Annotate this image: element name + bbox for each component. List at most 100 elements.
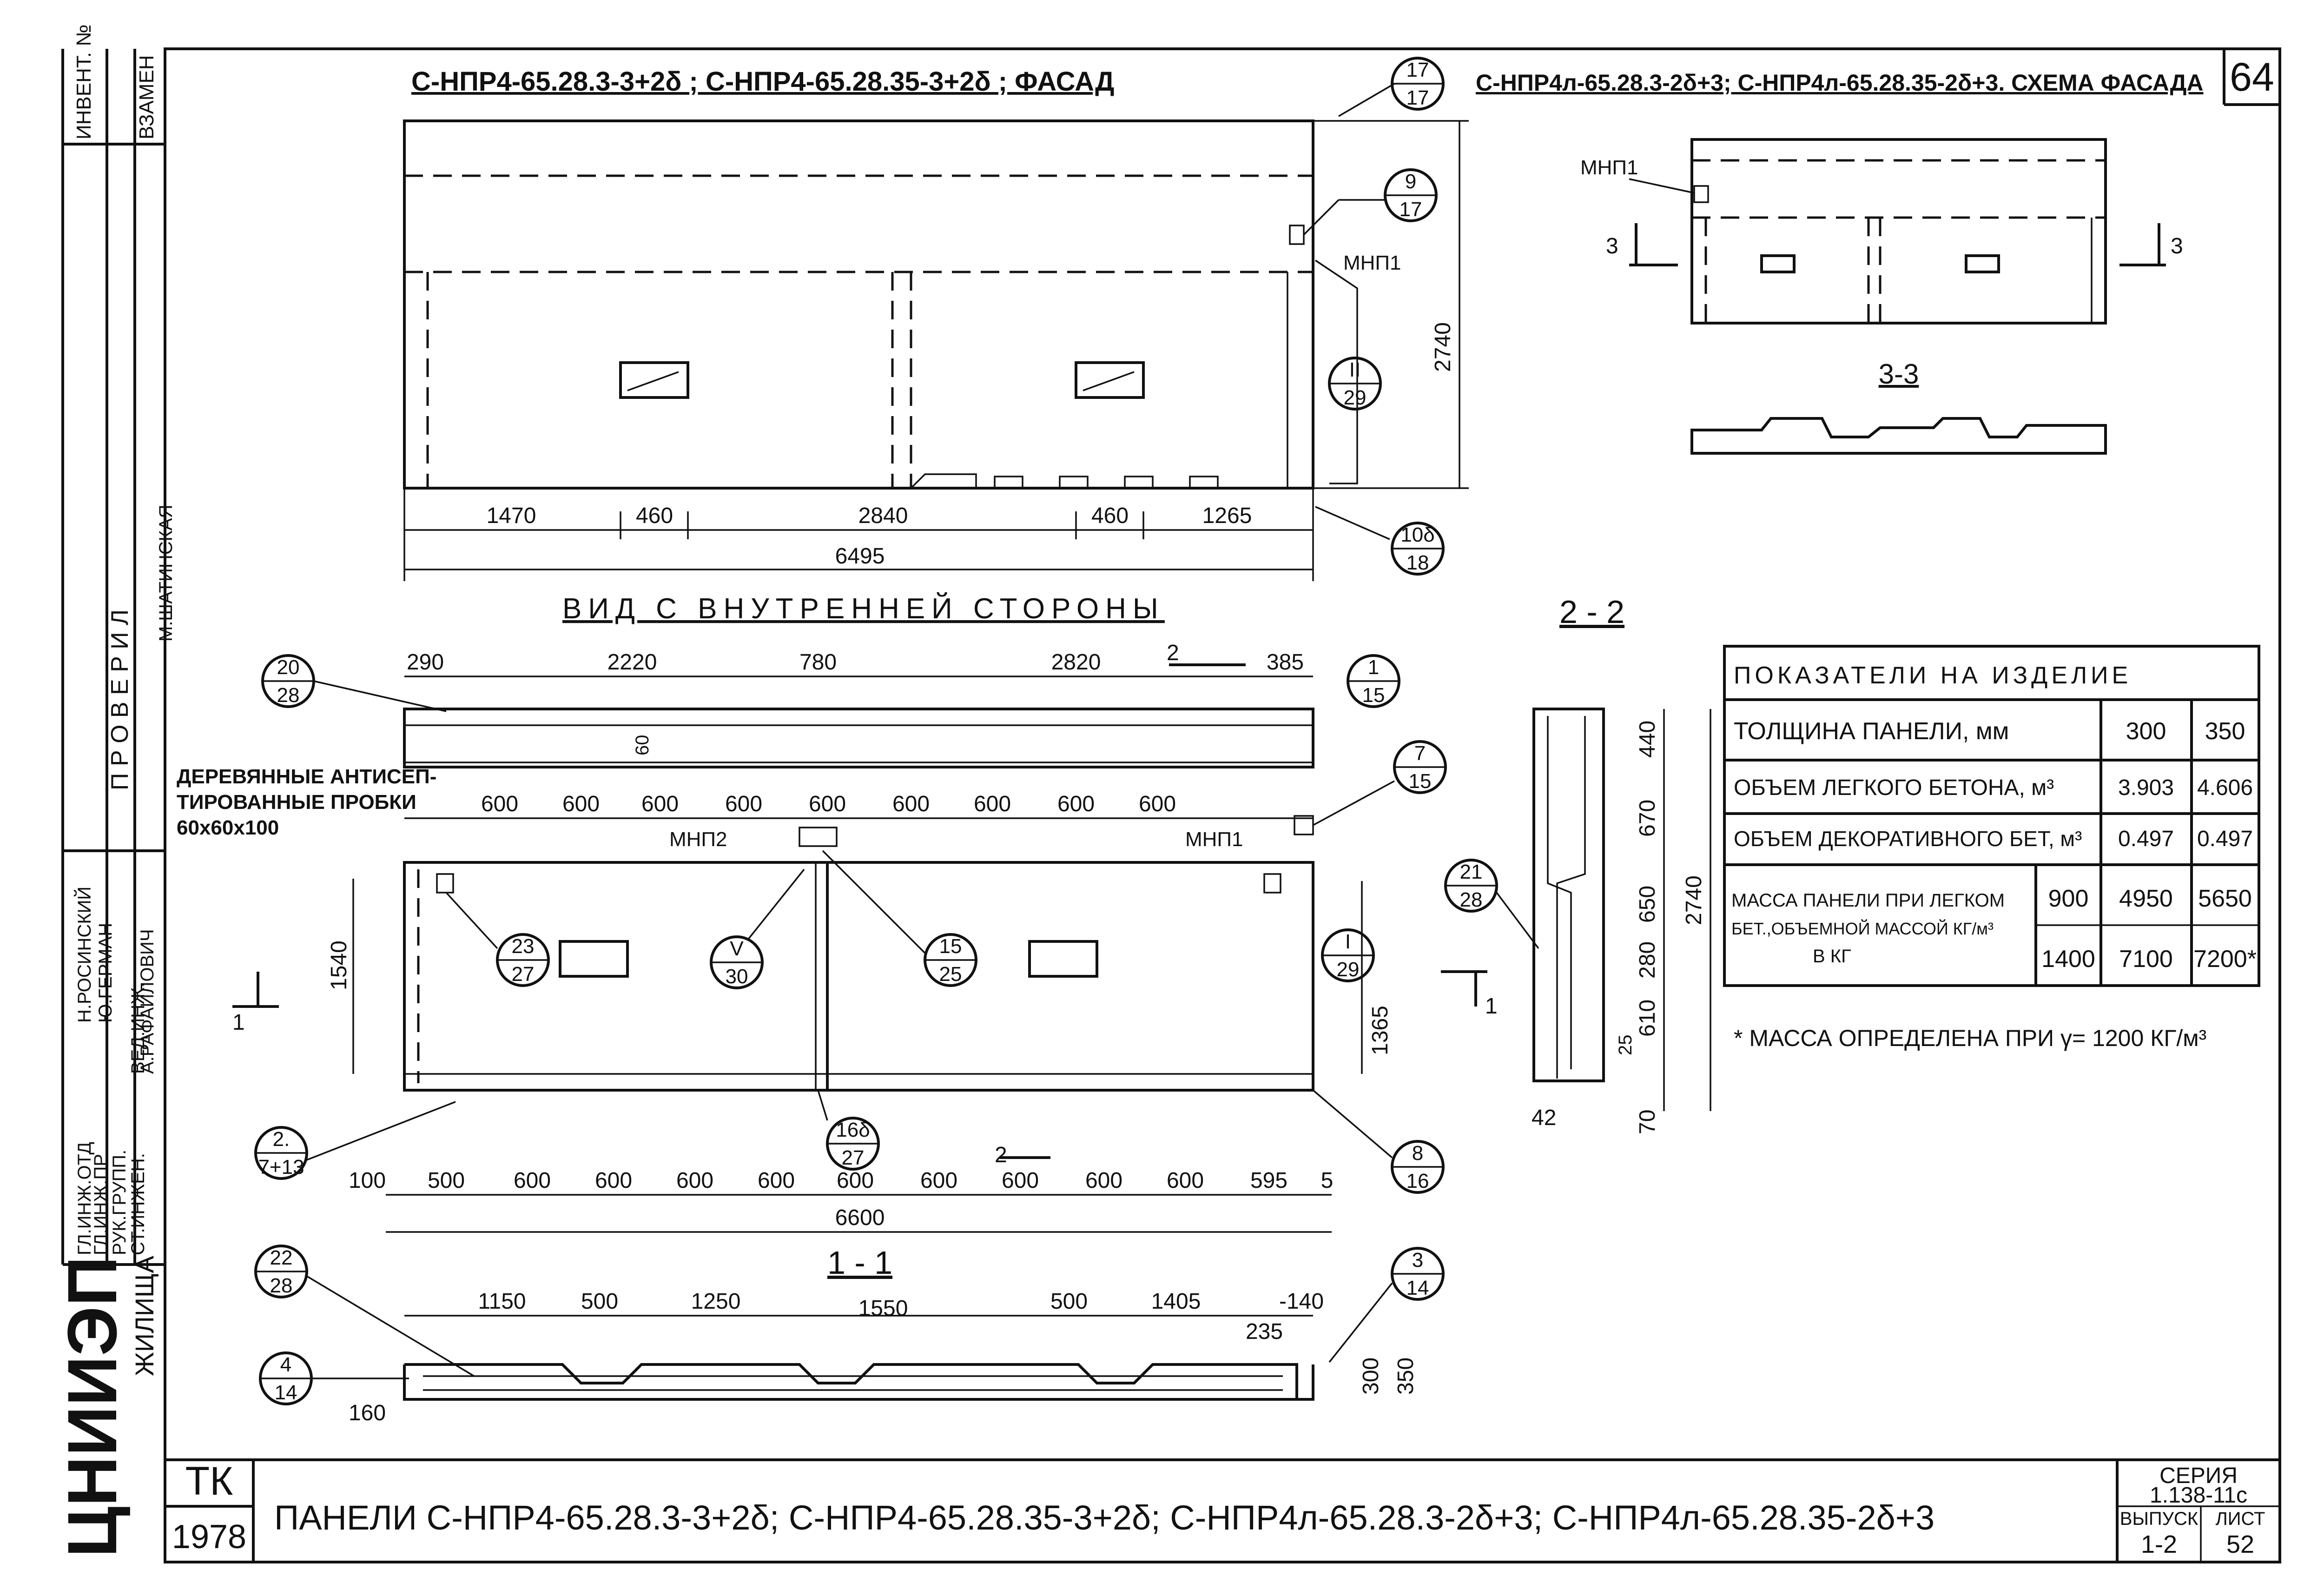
bottom-dim: 600 <box>920 1168 957 1193</box>
bottom-dim: 100 <box>349 1168 386 1193</box>
callout-bottom: 27 <box>842 1146 865 1169</box>
section-3-3-profile <box>1690 417 2107 455</box>
mass-label-2: БЕТ.,ОБЪЕМНОЙ МАССОЙ КГ/м³ <box>1731 919 1994 938</box>
s11-dim: 1250 <box>691 1289 741 1314</box>
year-label: 1978 <box>172 1518 246 1556</box>
table-row-label: ОБЪЕМ ДЕКОРАТИВНОГО БЕТ, м³ <box>1734 827 2082 851</box>
inner-view: ВИД С ВНУТРЕННЕЙ СТОРОНЫ 290 2220 780 28… <box>177 592 1498 1233</box>
callout-top: I <box>1345 930 1351 953</box>
table-row-label: ТОЛЩИНА ПАНЕЛИ, мм <box>1734 718 2009 745</box>
callout-bottom: 16 <box>1406 1170 1429 1192</box>
cut-1-label-right: 1 <box>1485 994 1498 1019</box>
leader-line <box>1338 83 1395 117</box>
role-gl-inzh-pr: ГЛ.ИНЖ.ПР <box>91 1154 111 1255</box>
table-row-label: ОБЪЕМ ЛЕГКОГО БЕТОНА, м³ <box>1734 775 2054 800</box>
callout-bottom: 15 <box>1409 770 1432 793</box>
window-sill-mark <box>1083 371 1135 391</box>
callout-top: 3 <box>1412 1249 1423 1272</box>
callout-bottom: 28 <box>277 684 300 707</box>
sheet-title: ПАНЕЛИ С-НПР4-65.28.3-3+2δ; С-НПР4-65.28… <box>274 1498 1934 1537</box>
mass-cell: 5650 <box>2198 885 2252 912</box>
name-shatinskaya: М.ШАТИНСКАЯ <box>156 505 176 642</box>
s22-dim: 650 <box>1635 886 1660 923</box>
invent-label: ИНВЕНТ. № <box>73 24 95 139</box>
leader-line <box>306 1101 456 1161</box>
vypusk-label: ВЫПУСК <box>2120 1509 2199 1529</box>
callout-top: II <box>1349 358 1360 381</box>
callout-top: 17 <box>1406 59 1429 81</box>
callout-bottom: 15 <box>1362 684 1385 707</box>
mass-density: 900 <box>2048 885 2089 912</box>
bottom-dim: 600 <box>758 1168 795 1193</box>
vzamen-label: ВЗАМЕН <box>135 55 158 139</box>
leader-line <box>1496 892 1539 949</box>
bottom-dim: 600 <box>837 1168 874 1193</box>
inner-height-right: 1365 <box>1368 1006 1393 1055</box>
inner-top-dim-4: 2820 <box>1051 650 1101 675</box>
name-rafailovich: А.РАФАИЛОВИЧ <box>137 929 158 1074</box>
facade-bottom-teeth <box>910 473 1219 489</box>
cut-1-label-left: 1 <box>232 1010 245 1035</box>
table-cell: 0.497 <box>2197 827 2253 851</box>
plug-dim: 600 <box>1139 792 1176 816</box>
section-2-2-body <box>1532 708 1605 1082</box>
s22-dim: 440 <box>1635 721 1660 758</box>
callout-top: 9 <box>1405 170 1416 193</box>
facade-mnp1-label: МНП1 <box>1343 252 1401 274</box>
s11-dim: 1550 <box>858 1296 908 1321</box>
section-rebar <box>1556 716 1586 1079</box>
s22-dim: 280 <box>1635 941 1660 979</box>
bottom-dim: 500 <box>428 1168 465 1193</box>
plug-dim: 600 <box>481 792 518 816</box>
mass-cell: 7100 <box>2119 946 2173 973</box>
callout-bottom: 18 <box>1406 551 1429 574</box>
role-ved-inzh: ВЕД.ИНЖ. <box>128 982 148 1074</box>
mass-cell: 7200* <box>2193 946 2257 973</box>
leader-line <box>1313 780 1395 826</box>
s11-dim: 1150 <box>478 1289 526 1314</box>
leader-line <box>1315 259 1358 484</box>
tk-label: ТК <box>185 1459 233 1503</box>
facade-dim-1: 1470 <box>487 503 536 528</box>
callout-bottom: 7+13 <box>258 1156 304 1179</box>
plug-dim: 600 <box>1057 792 1095 816</box>
plug-note-2: ТИРОВАННЫЕ ПРОБКИ <box>177 791 416 814</box>
scheme-mnp1-label: МНП1 <box>1580 156 1638 179</box>
callout-top: 2. <box>273 1128 290 1151</box>
plug-dim: 600 <box>974 792 1011 816</box>
leader-line <box>1303 199 1340 236</box>
org-sub: ЖИЛИЩА <box>130 1256 159 1376</box>
callout-top: 21 <box>1460 861 1483 883</box>
series-label: СЕРИЯ <box>2159 1464 2238 1488</box>
inner-mnp1-label: МНП1 <box>1185 828 1243 851</box>
s22-total: 2740 <box>1682 875 1706 925</box>
callout-bottom: 27 <box>512 963 535 986</box>
section-1-1-bottom <box>403 1364 1297 1401</box>
inner-top-dim-2: 2220 <box>607 650 657 675</box>
table-footnote: * МАССА ОПРЕДЕЛЕНА ПРИ γ= 1200 КГ/м³ <box>1734 1025 2206 1051</box>
leader-line <box>817 1090 828 1121</box>
plug-dim: 600 <box>809 792 846 816</box>
scheme-window-right <box>1965 254 2000 273</box>
mnp2-label: МНП2 <box>669 828 727 851</box>
callout-bottom: 14 <box>1406 1277 1429 1299</box>
callout-top: 16δ <box>836 1119 870 1141</box>
leader-line <box>1328 1282 1393 1363</box>
callout-top: V <box>730 937 744 960</box>
section-3-3-title: 3-3 <box>1879 358 1919 390</box>
inner-top-dim-5: 385 <box>1267 650 1304 675</box>
callout-bottom: 14 <box>275 1381 297 1404</box>
callout-bottom: 30 <box>726 965 748 988</box>
callout-bottom: 28 <box>1460 888 1483 911</box>
s11-dim: 500 <box>581 1289 618 1314</box>
inner-body <box>403 861 1314 1092</box>
scheme-window-left <box>1760 254 1796 273</box>
bottom-dim: 600 <box>514 1168 551 1193</box>
bottom-dim: 600 <box>676 1168 713 1193</box>
facade-height-dim: 2740 <box>1431 322 1455 372</box>
facade-window-right <box>1075 361 1145 399</box>
s11-dim: -140 <box>1279 1289 1324 1314</box>
scheme-cut-right: 3 <box>2171 234 2183 258</box>
plug-dim: 600 <box>892 792 930 816</box>
